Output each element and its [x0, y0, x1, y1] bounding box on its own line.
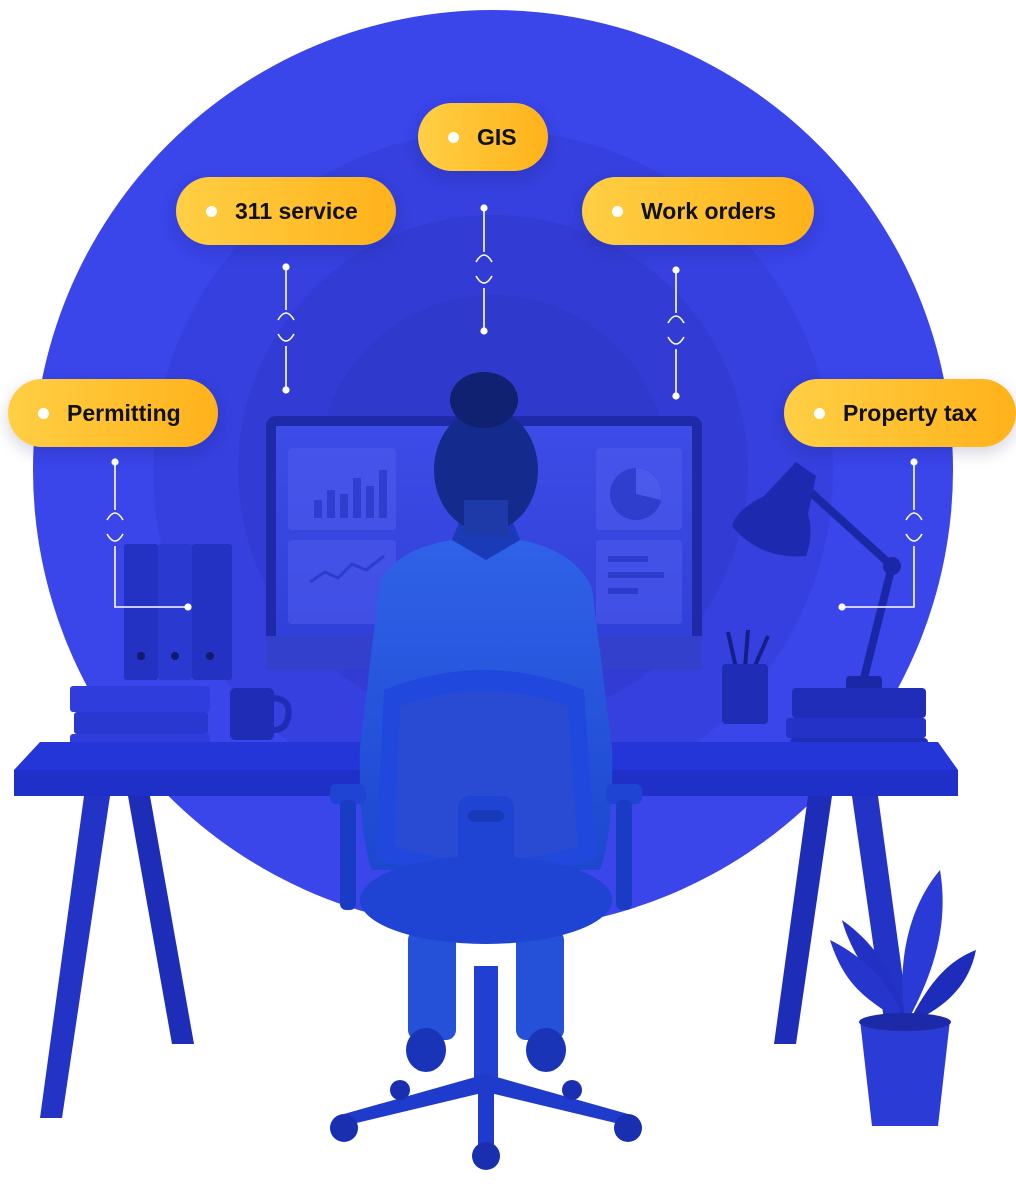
- connectors: [106, 204, 923, 611]
- pill-label: 311 service: [235, 197, 358, 224]
- woman-legs: [406, 930, 566, 1072]
- pill-label: GIS: [477, 123, 517, 150]
- bullet-dot: [206, 205, 217, 217]
- pill-label: Work orders: [641, 197, 777, 224]
- bullet-dot: [38, 407, 49, 419]
- pill-311-service: 311 service: [176, 177, 396, 245]
- pill-gis: GIS: [418, 103, 548, 171]
- binders: [124, 544, 232, 680]
- pill-permitting: Permitting: [8, 379, 218, 447]
- bullet-dot: [448, 131, 459, 143]
- mug: [230, 688, 292, 740]
- pill-property-tax: Property tax: [784, 379, 1016, 447]
- pill-work-orders: Work orders: [582, 177, 814, 245]
- chair-base: [330, 966, 642, 1170]
- screen-dashboard: [288, 448, 682, 624]
- pill-label: Permitting: [67, 399, 181, 426]
- plant: [830, 870, 976, 1126]
- desk-lamp: [732, 462, 901, 690]
- bullet-dot: [814, 407, 825, 419]
- bullet-dot: [612, 205, 623, 217]
- chair: [330, 670, 642, 944]
- pencil-cup: [722, 629, 770, 724]
- pill-label: Property tax: [843, 399, 978, 426]
